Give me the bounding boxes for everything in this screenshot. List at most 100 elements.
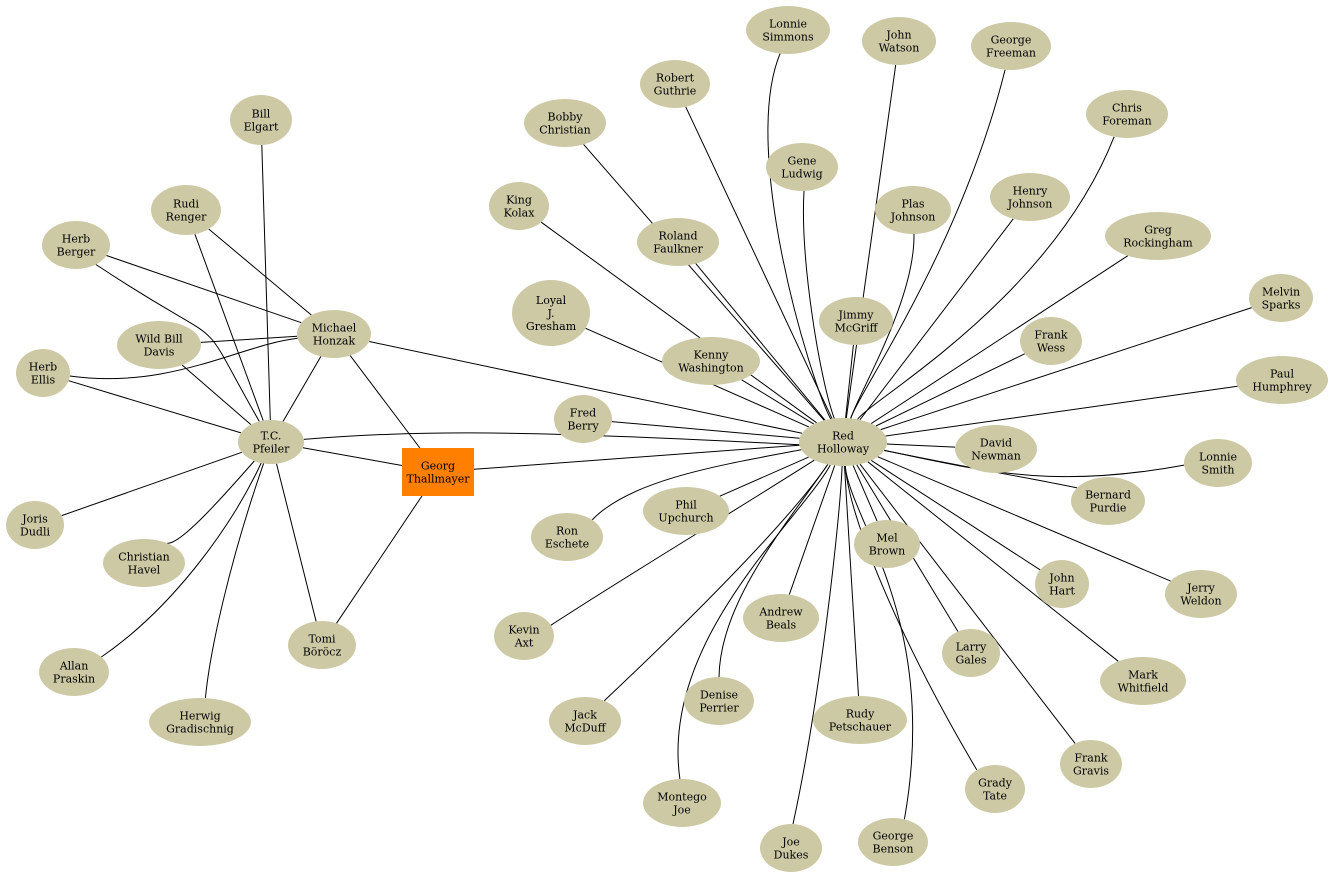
- edge-red-greg: [870, 255, 1129, 425]
- node-label-line: Robert: [656, 72, 695, 85]
- node-ellipse: [858, 818, 928, 866]
- node-ellipse: [6, 501, 64, 549]
- edge-red-montego: [677, 464, 831, 780]
- node-label-line: Wess: [1037, 342, 1066, 355]
- node-ellipse: [662, 337, 760, 385]
- node-label-line: Loyal: [536, 294, 567, 307]
- node-ellipse: [643, 779, 721, 827]
- node-label-line: Dukes: [774, 849, 809, 862]
- node-label-line: Berry: [567, 420, 599, 433]
- node-label-line: Renger: [166, 211, 207, 224]
- node-label-line: Bernard: [1085, 489, 1131, 502]
- edge-red-jerry: [877, 456, 1171, 582]
- node-label-line: Plas: [901, 198, 924, 211]
- node-label-line: Rockingham: [1123, 237, 1193, 250]
- node-label-line: Christian: [539, 124, 591, 137]
- edge-tc-red: [303, 432, 800, 446]
- node-label-line: Gradischnig: [166, 723, 234, 736]
- node-label-line: Freeman: [986, 47, 1036, 60]
- node-ellipse: [862, 17, 936, 65]
- edge-red-rudy: [844, 465, 859, 697]
- node-label-line: Herb: [29, 361, 57, 374]
- node-ellipse: [42, 221, 110, 269]
- node-label-line: Joe: [672, 804, 691, 817]
- node-label-line: Foreman: [1102, 115, 1152, 128]
- edge-red-phil: [719, 456, 809, 497]
- node-label-line: Whitfield: [1118, 682, 1169, 695]
- node-label-line: Gales: [955, 654, 986, 667]
- node-label-line: Purdie: [1090, 502, 1127, 515]
- node-label-line: Ron: [556, 525, 578, 538]
- edge-tc-herb_ellis: [68, 380, 242, 434]
- edge-red-robert_guthrie: [685, 106, 833, 419]
- node-ellipse: [1165, 570, 1237, 618]
- edge-red-fred: [611, 421, 800, 439]
- node-label-line: Thallmayer: [407, 473, 471, 486]
- edge-red-denise: [718, 464, 829, 678]
- edge-red-henry_johnson: [859, 218, 1014, 421]
- node-label-line: Kevin: [508, 624, 539, 637]
- node-label-line: Roland: [658, 230, 697, 243]
- edge-tc-christian: [167, 460, 255, 544]
- edge-michael-red: [369, 341, 803, 434]
- node-label-line: Greg: [1144, 224, 1172, 237]
- node-ellipse: [813, 696, 907, 744]
- node-ellipse: [766, 143, 838, 191]
- node-label-line: Bill: [252, 108, 271, 121]
- node-label-line: Ellis: [31, 374, 56, 387]
- node-label-line: Frank: [1074, 752, 1108, 765]
- node-label-line: Simmons: [762, 31, 814, 44]
- node-ellipse: [760, 824, 822, 872]
- node-label-line: Eschete: [545, 538, 589, 551]
- node-ellipse: [531, 513, 603, 561]
- node-ellipse: [151, 185, 221, 235]
- node-ellipse: [117, 321, 201, 369]
- node-label-line: Fred: [570, 407, 596, 420]
- node-ellipse: [1249, 274, 1313, 322]
- node-ellipse: [819, 297, 893, 345]
- node-label-line: John: [885, 29, 911, 42]
- node-label-line: Humphrey: [1252, 381, 1312, 394]
- node-label-line: Beals: [766, 619, 797, 632]
- node-ellipse: [238, 420, 304, 464]
- node-label-line: Herwig: [179, 710, 220, 723]
- node-label-line: Dudli: [20, 526, 50, 539]
- node-ellipse: [743, 594, 819, 642]
- edge-michael-rudi: [208, 228, 312, 316]
- node-label-line: Mel: [876, 532, 898, 545]
- edge-red-kevin: [550, 459, 815, 626]
- edge-georg-michael: [349, 355, 421, 449]
- node-label-line: Perrier: [699, 702, 739, 715]
- node-label-line: Allan: [59, 660, 89, 673]
- node-label-line: Grady: [978, 777, 1013, 790]
- edge-tc-michael: [282, 356, 322, 422]
- node-ellipse: [971, 22, 1051, 70]
- edge-red-ron: [591, 449, 802, 521]
- node-label-line: Frank: [1034, 329, 1068, 342]
- node-label-line: Jerry: [1186, 582, 1215, 595]
- node-label-line: Johnson: [890, 211, 936, 224]
- node-label-line: Praskin: [53, 673, 95, 686]
- node-label-line: J.: [546, 307, 554, 320]
- node-ellipse: [746, 6, 830, 54]
- node-ellipse: [1184, 439, 1252, 487]
- node-ellipse: [230, 95, 292, 145]
